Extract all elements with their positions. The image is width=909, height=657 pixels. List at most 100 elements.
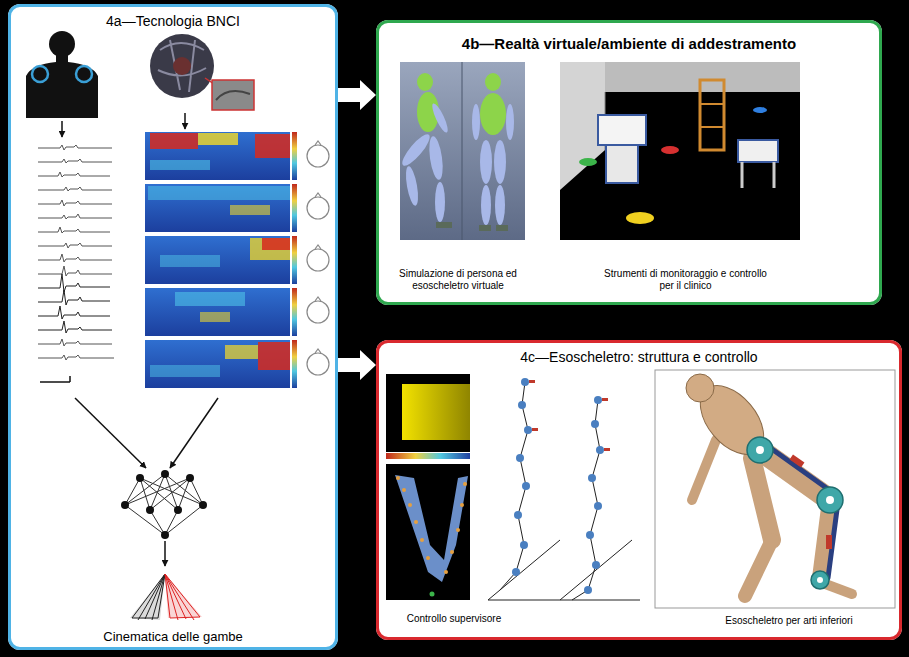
exoskeleton-model (655, 370, 895, 608)
leg-kinematics (130, 574, 165, 620)
virtual-person (462, 62, 463, 240)
scalp-map (315, 349, 321, 353)
leg-kinematics (132, 574, 165, 618)
emg-traces (38, 254, 112, 262)
flow-arrow (164, 541, 166, 566)
virtual-room (560, 62, 800, 240)
joint-chain-model (592, 561, 600, 569)
exoskeleton-model (692, 440, 716, 500)
emg-traces (38, 306, 110, 319)
spectrograms (225, 345, 258, 359)
panel-ground (376, 20, 882, 305)
panel: 4b—Realtà virtuale/ambiente di addestram… (376, 20, 882, 305)
neural-network (186, 474, 194, 482)
emg-traces (38, 159, 112, 163)
emg-traces (38, 321, 112, 333)
joint-chain-model (594, 502, 602, 510)
spectrograms (160, 255, 220, 267)
scalp-map (315, 141, 321, 145)
exoskeleton-photo (216, 91, 250, 100)
virtual-person (480, 93, 506, 135)
supervisor-plot (426, 556, 430, 560)
exoskeleton-model (745, 540, 772, 596)
virtual-room (605, 62, 800, 92)
virtual-person (480, 140, 492, 184)
supervisor-plot (408, 503, 412, 507)
emg-traces (38, 172, 110, 177)
scalp-map (307, 301, 329, 323)
spectrograms (198, 133, 238, 145)
spectrograms (148, 186, 290, 200)
joint-chain-model (596, 446, 604, 454)
joint-chain-model (594, 396, 602, 404)
exoskeleton-model (817, 577, 823, 583)
scalp-map (315, 193, 321, 197)
virtual-person (485, 73, 501, 91)
person-silhouette (32, 66, 48, 82)
neural-network (165, 510, 178, 535)
joint-chain-model (586, 531, 594, 539)
emg-traces (40, 381, 70, 383)
joint-chain-model (560, 540, 632, 600)
spectrograms (150, 365, 220, 377)
joint-chain-model (512, 568, 520, 576)
emg-traces (38, 227, 110, 233)
spectrograms (230, 205, 270, 215)
joint-chain-model (588, 474, 596, 482)
supervisor-plot (450, 550, 454, 554)
spectrograms (262, 238, 290, 250)
neural-network (161, 470, 169, 478)
emg-traces (38, 339, 112, 346)
virtual-room (661, 146, 679, 154)
flow-arrow (61, 121, 63, 137)
exoskeleton-model (817, 487, 843, 513)
supervisor-plot (396, 476, 467, 574)
exoskeleton-model (686, 374, 714, 402)
block-arrow (338, 350, 376, 380)
virtual-person (417, 73, 433, 91)
leg-kinematics (170, 617, 200, 618)
leg-kinematics (158, 574, 165, 618)
joint-chain-model (512, 378, 604, 594)
virtual-person (436, 222, 452, 228)
supervisor-plot (396, 476, 400, 480)
neural-network (125, 505, 165, 535)
joint-chain-model (516, 382, 528, 572)
image-caption: Controllo supervisore (384, 613, 524, 625)
leg-kinematics (152, 574, 165, 620)
virtual-person (479, 225, 491, 231)
leg-kinematics (132, 574, 165, 620)
panel-ground (376, 340, 902, 640)
virtual-person (494, 140, 506, 184)
panel: 4a—Tecnologia BNCI Cinematica delle gambe (8, 4, 338, 650)
spectrograms (145, 236, 290, 284)
supervisor-plot (414, 520, 418, 524)
spectrograms (292, 288, 297, 336)
joint-chain-model (591, 420, 599, 428)
neural-network (121, 501, 129, 509)
neural-network (161, 531, 169, 539)
emg-traces (38, 145, 112, 150)
emg-traces (69, 376, 71, 382)
joint-chain-model (518, 401, 526, 409)
spectrograms (150, 133, 198, 149)
exoskeleton-photo (150, 34, 214, 98)
joint-chain-model (584, 586, 592, 594)
spectrograms (145, 340, 290, 388)
panel-title: 4a—Tecnologia BNCI (11, 13, 335, 30)
panel-caption: Cinematica delle gambe (11, 629, 335, 645)
spectrograms (150, 160, 210, 170)
emg-traces (38, 355, 114, 360)
spectrograms (292, 132, 297, 180)
virtual-person (427, 135, 445, 180)
spectrograms (145, 132, 290, 180)
flow-arrow (75, 398, 218, 566)
leg-kinematics (130, 574, 202, 620)
person-silhouette (49, 31, 75, 57)
flow-arrow (184, 113, 186, 129)
spectrograms (145, 184, 290, 232)
neural-network (178, 478, 190, 510)
emg-traces (38, 187, 112, 191)
spectrograms (258, 342, 290, 370)
